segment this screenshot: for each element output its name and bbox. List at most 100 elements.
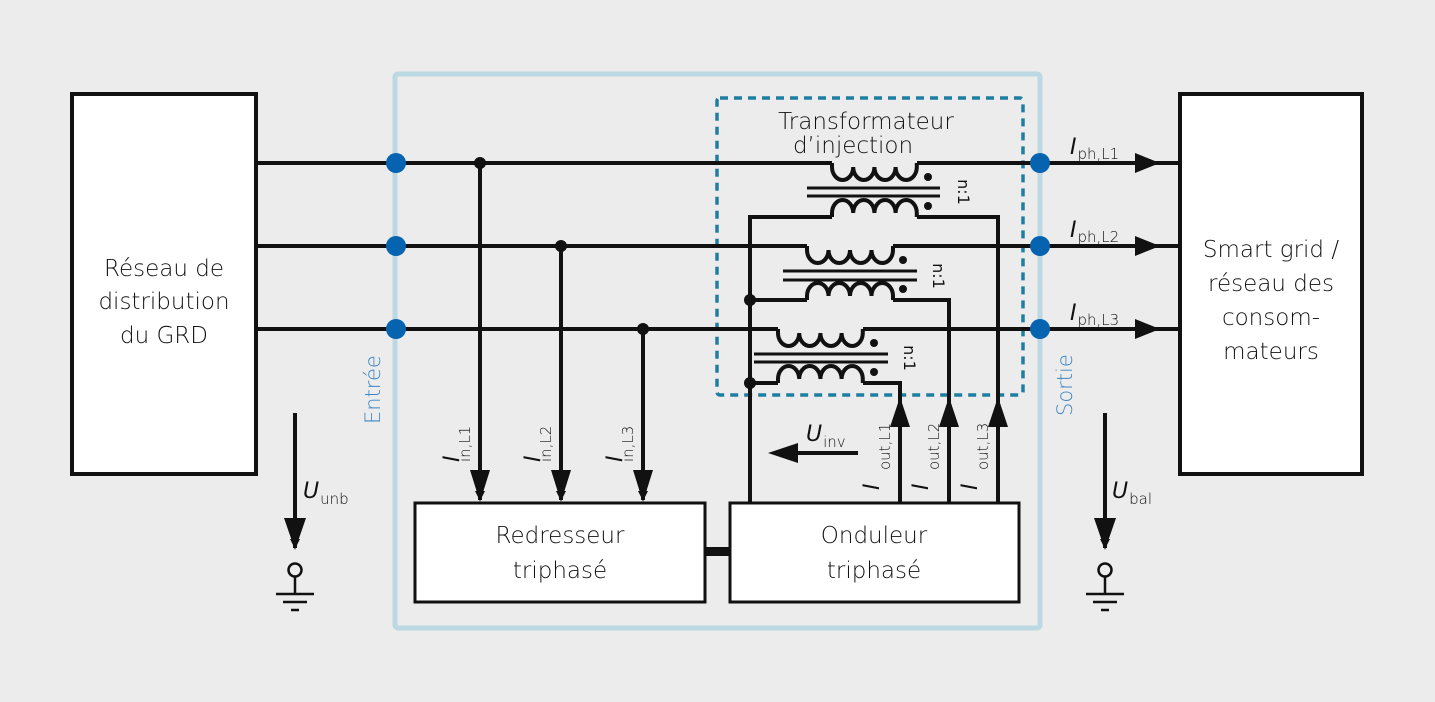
iph-l1-sub: ph,L1 bbox=[1078, 145, 1120, 163]
grid-source-block: Réseau de distribution du GRD bbox=[70, 92, 258, 476]
grid-load-label-2: réseau des bbox=[1208, 271, 1334, 297]
transformer-title-1: Transformateur bbox=[778, 109, 954, 135]
rectifier-label-2: triphasé bbox=[513, 558, 607, 584]
svg-text:Transformateur: Transformateur bbox=[778, 109, 954, 135]
coil-1-core bbox=[807, 186, 940, 198]
iph-l3-sub: ph,L3 bbox=[1078, 311, 1120, 329]
junction-dots bbox=[474, 157, 756, 389]
coil-1-primary bbox=[830, 163, 919, 182]
arrow-iin-l1 bbox=[470, 470, 490, 502]
svg-text:Iph,L3: Iph,L3 bbox=[1070, 301, 1119, 329]
inverter-block: Onduleur triphasé bbox=[728, 501, 1021, 604]
iout-l1-main: I bbox=[860, 484, 885, 491]
inverter-label-2: triphasé bbox=[827, 558, 921, 584]
transformer-coils bbox=[754, 163, 940, 383]
coil-2-primary bbox=[805, 246, 895, 265]
svg-text:triphasé: triphasé bbox=[827, 558, 921, 584]
iin-l3-main: I bbox=[603, 456, 628, 463]
svg-text:I: I bbox=[603, 456, 628, 463]
svg-text:Iph,L1: Iph,L1 bbox=[1070, 135, 1119, 163]
coil-3-primary bbox=[776, 329, 865, 348]
iin-l1-main: I bbox=[440, 456, 465, 463]
output-side-label: Sortie bbox=[1053, 354, 1077, 416]
iin-l1-sub: in,L1 bbox=[456, 426, 474, 462]
arrow-iout-l1 bbox=[890, 397, 910, 427]
output-node-l2 bbox=[1030, 236, 1050, 256]
u-inv-label: Uinv bbox=[806, 422, 846, 451]
svg-text:réseau des: réseau des bbox=[1208, 271, 1334, 297]
input-current-labels: I in,L1 I in,L2 I in,L3 bbox=[440, 426, 637, 462]
arrow-u-unb bbox=[284, 518, 306, 550]
input-node-l2 bbox=[386, 236, 406, 256]
ratio-label-2: n:1 bbox=[929, 263, 948, 289]
output-node-l1 bbox=[1030, 153, 1050, 173]
svg-text:consom-: consom- bbox=[1222, 305, 1320, 331]
input-side-label: Entrée bbox=[361, 355, 385, 424]
u-unb-label: Uunb bbox=[303, 479, 349, 508]
input-node-l3 bbox=[386, 319, 406, 339]
svg-text:Redresseur: Redresseur bbox=[496, 523, 625, 549]
iph-l2-sub: ph,L2 bbox=[1078, 228, 1120, 246]
coil-3-core bbox=[754, 352, 888, 364]
device-frame bbox=[392, 71, 1043, 631]
input-node-l1 bbox=[386, 153, 406, 173]
svg-text:triphasé: triphasé bbox=[513, 558, 607, 584]
secondary-2-wire bbox=[750, 298, 951, 503]
svg-text:Iph,L2: Iph,L2 bbox=[1070, 218, 1119, 246]
svg-text:d’injection: d’injection bbox=[793, 133, 913, 159]
svg-text:I: I bbox=[958, 484, 983, 491]
arrow-u-bal bbox=[1094, 518, 1116, 550]
grid-source-label-2: distribution bbox=[98, 289, 229, 315]
arrowheads bbox=[284, 153, 1160, 550]
iout-l1-sub: out,L1 bbox=[876, 423, 894, 470]
grid-source-label-1: Réseau de bbox=[104, 256, 224, 282]
iout-l2-sub: out,L2 bbox=[925, 423, 943, 470]
iout-l2-main: I bbox=[909, 484, 934, 491]
svg-text:Onduleur: Onduleur bbox=[821, 523, 928, 549]
iph-l1-main: I bbox=[1070, 135, 1077, 160]
grid-source-label-3: du GRD bbox=[120, 323, 208, 349]
grid-load-label-3: consom- bbox=[1222, 305, 1320, 331]
coil-2-core bbox=[783, 269, 917, 282]
svg-text:Smart grid /: Smart grid / bbox=[1203, 237, 1339, 263]
rectifier-label-1: Redresseur bbox=[496, 523, 625, 549]
iin-l3-sub: in,L3 bbox=[619, 426, 637, 462]
u-bal-label: Ubal bbox=[1112, 479, 1152, 508]
svg-text:I: I bbox=[440, 456, 465, 463]
transformer-title-2: d’injection bbox=[793, 133, 913, 159]
coil-2-secondary bbox=[805, 281, 895, 300]
grid-load-label-1: Smart grid / bbox=[1203, 237, 1339, 263]
grid-load-block: Smart grid / réseau des consom- mateurs bbox=[1178, 92, 1364, 476]
terminal-nodes bbox=[386, 153, 1050, 339]
iin-l2-sub: in,L2 bbox=[537, 426, 555, 462]
iph-l3-main: I bbox=[1070, 301, 1077, 326]
output-node-l3 bbox=[1030, 319, 1050, 339]
arrow-iph-l2 bbox=[1135, 236, 1160, 256]
svg-text:du GRD: du GRD bbox=[120, 323, 208, 349]
iout-l3-sub: out,L3 bbox=[974, 423, 992, 470]
arrow-u-inv bbox=[768, 443, 798, 463]
grid-load-label-4: mateurs bbox=[1223, 339, 1319, 365]
arrow-iout-l3 bbox=[988, 397, 1008, 427]
coil-1-secondary bbox=[830, 198, 919, 217]
svg-text:I: I bbox=[860, 484, 885, 491]
arrow-iout-l2 bbox=[939, 397, 959, 427]
arrow-iin-l2 bbox=[551, 470, 571, 502]
ground-icon bbox=[276, 562, 314, 612]
dc-link bbox=[705, 547, 730, 556]
iout-l3-main: I bbox=[958, 484, 983, 491]
phase-current-labels: Iph,L1 Iph,L2 Iph,L3 bbox=[1070, 135, 1119, 329]
arrow-iin-l3 bbox=[633, 470, 653, 502]
svg-text:distribution: distribution bbox=[98, 289, 229, 315]
inverter-label-1: Onduleur bbox=[821, 523, 928, 549]
iin-l2-main: I bbox=[521, 456, 546, 463]
ratio-label-3: n:1 bbox=[900, 345, 919, 371]
svg-text:mateurs: mateurs bbox=[1223, 339, 1319, 365]
output-current-labels: I out,L1 I out,L2 I out,L3 bbox=[860, 423, 992, 490]
svg-text:Réseau de: Réseau de bbox=[104, 256, 224, 282]
svg-text:I: I bbox=[909, 484, 934, 491]
arrow-iph-l1 bbox=[1135, 153, 1160, 173]
iph-l2-main: I bbox=[1070, 218, 1077, 243]
ratio-label-1: n:1 bbox=[954, 179, 973, 205]
